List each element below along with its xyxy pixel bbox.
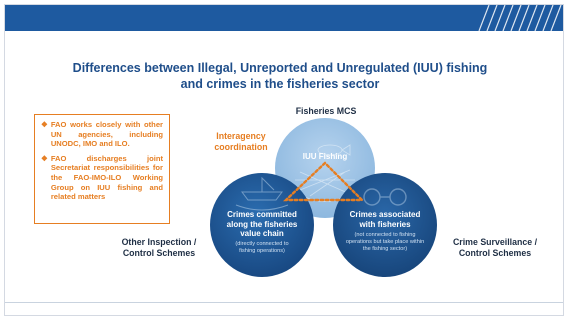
value-chain-crimes-title: Crimes committed along the fisheries val…: [226, 210, 298, 239]
slide-title-line-2: and crimes in the fisheries sector: [180, 77, 380, 91]
fisheries-mcs-label: Fisheries MCS: [295, 106, 357, 116]
iuu-fishing-label: IUU Fishing: [302, 152, 348, 161]
header-bar: [5, 5, 563, 31]
other-inspection-label: Other Inspection / Control Schemes: [121, 237, 197, 258]
note-item: ❖ FAO works closely with other UN agenci…: [41, 120, 163, 149]
diamond-bullet-icon: ❖: [41, 153, 48, 163]
notes-box: ❖ FAO works closely with other UN agenci…: [34, 114, 170, 224]
slide-title-line-1: Differences between Illegal, Unreported …: [72, 61, 488, 75]
note-text: FAO discharges joint Secretariat respons…: [50, 153, 163, 202]
header-stripes: [473, 5, 563, 31]
associated-crimes-note: (not connected to fishing operations but…: [345, 232, 425, 252]
handcuffs-icon: [363, 188, 407, 206]
associated-crimes-title: Crimes associated with fisheries: [349, 210, 421, 229]
note-text: FAO works closely with other UN agencies…: [50, 120, 163, 149]
stripe-pattern-icon: [478, 5, 562, 31]
value-chain-crimes-note: (directly connected to fishing operation…: [235, 241, 289, 254]
interagency-triangle: [282, 161, 365, 202]
note-item: ❖ FAO discharges joint Secretariat respo…: [41, 154, 163, 202]
footer-rule: [5, 302, 563, 303]
slide-title: Differences between Illegal, Unreported …: [40, 60, 520, 92]
boat-icon: [235, 176, 289, 211]
crime-surveillance-label: Crime Surveillance / Control Schemes: [452, 237, 538, 258]
diamond-bullet-icon: ❖: [41, 120, 48, 129]
interagency-label: Interagency coordination: [214, 131, 268, 152]
